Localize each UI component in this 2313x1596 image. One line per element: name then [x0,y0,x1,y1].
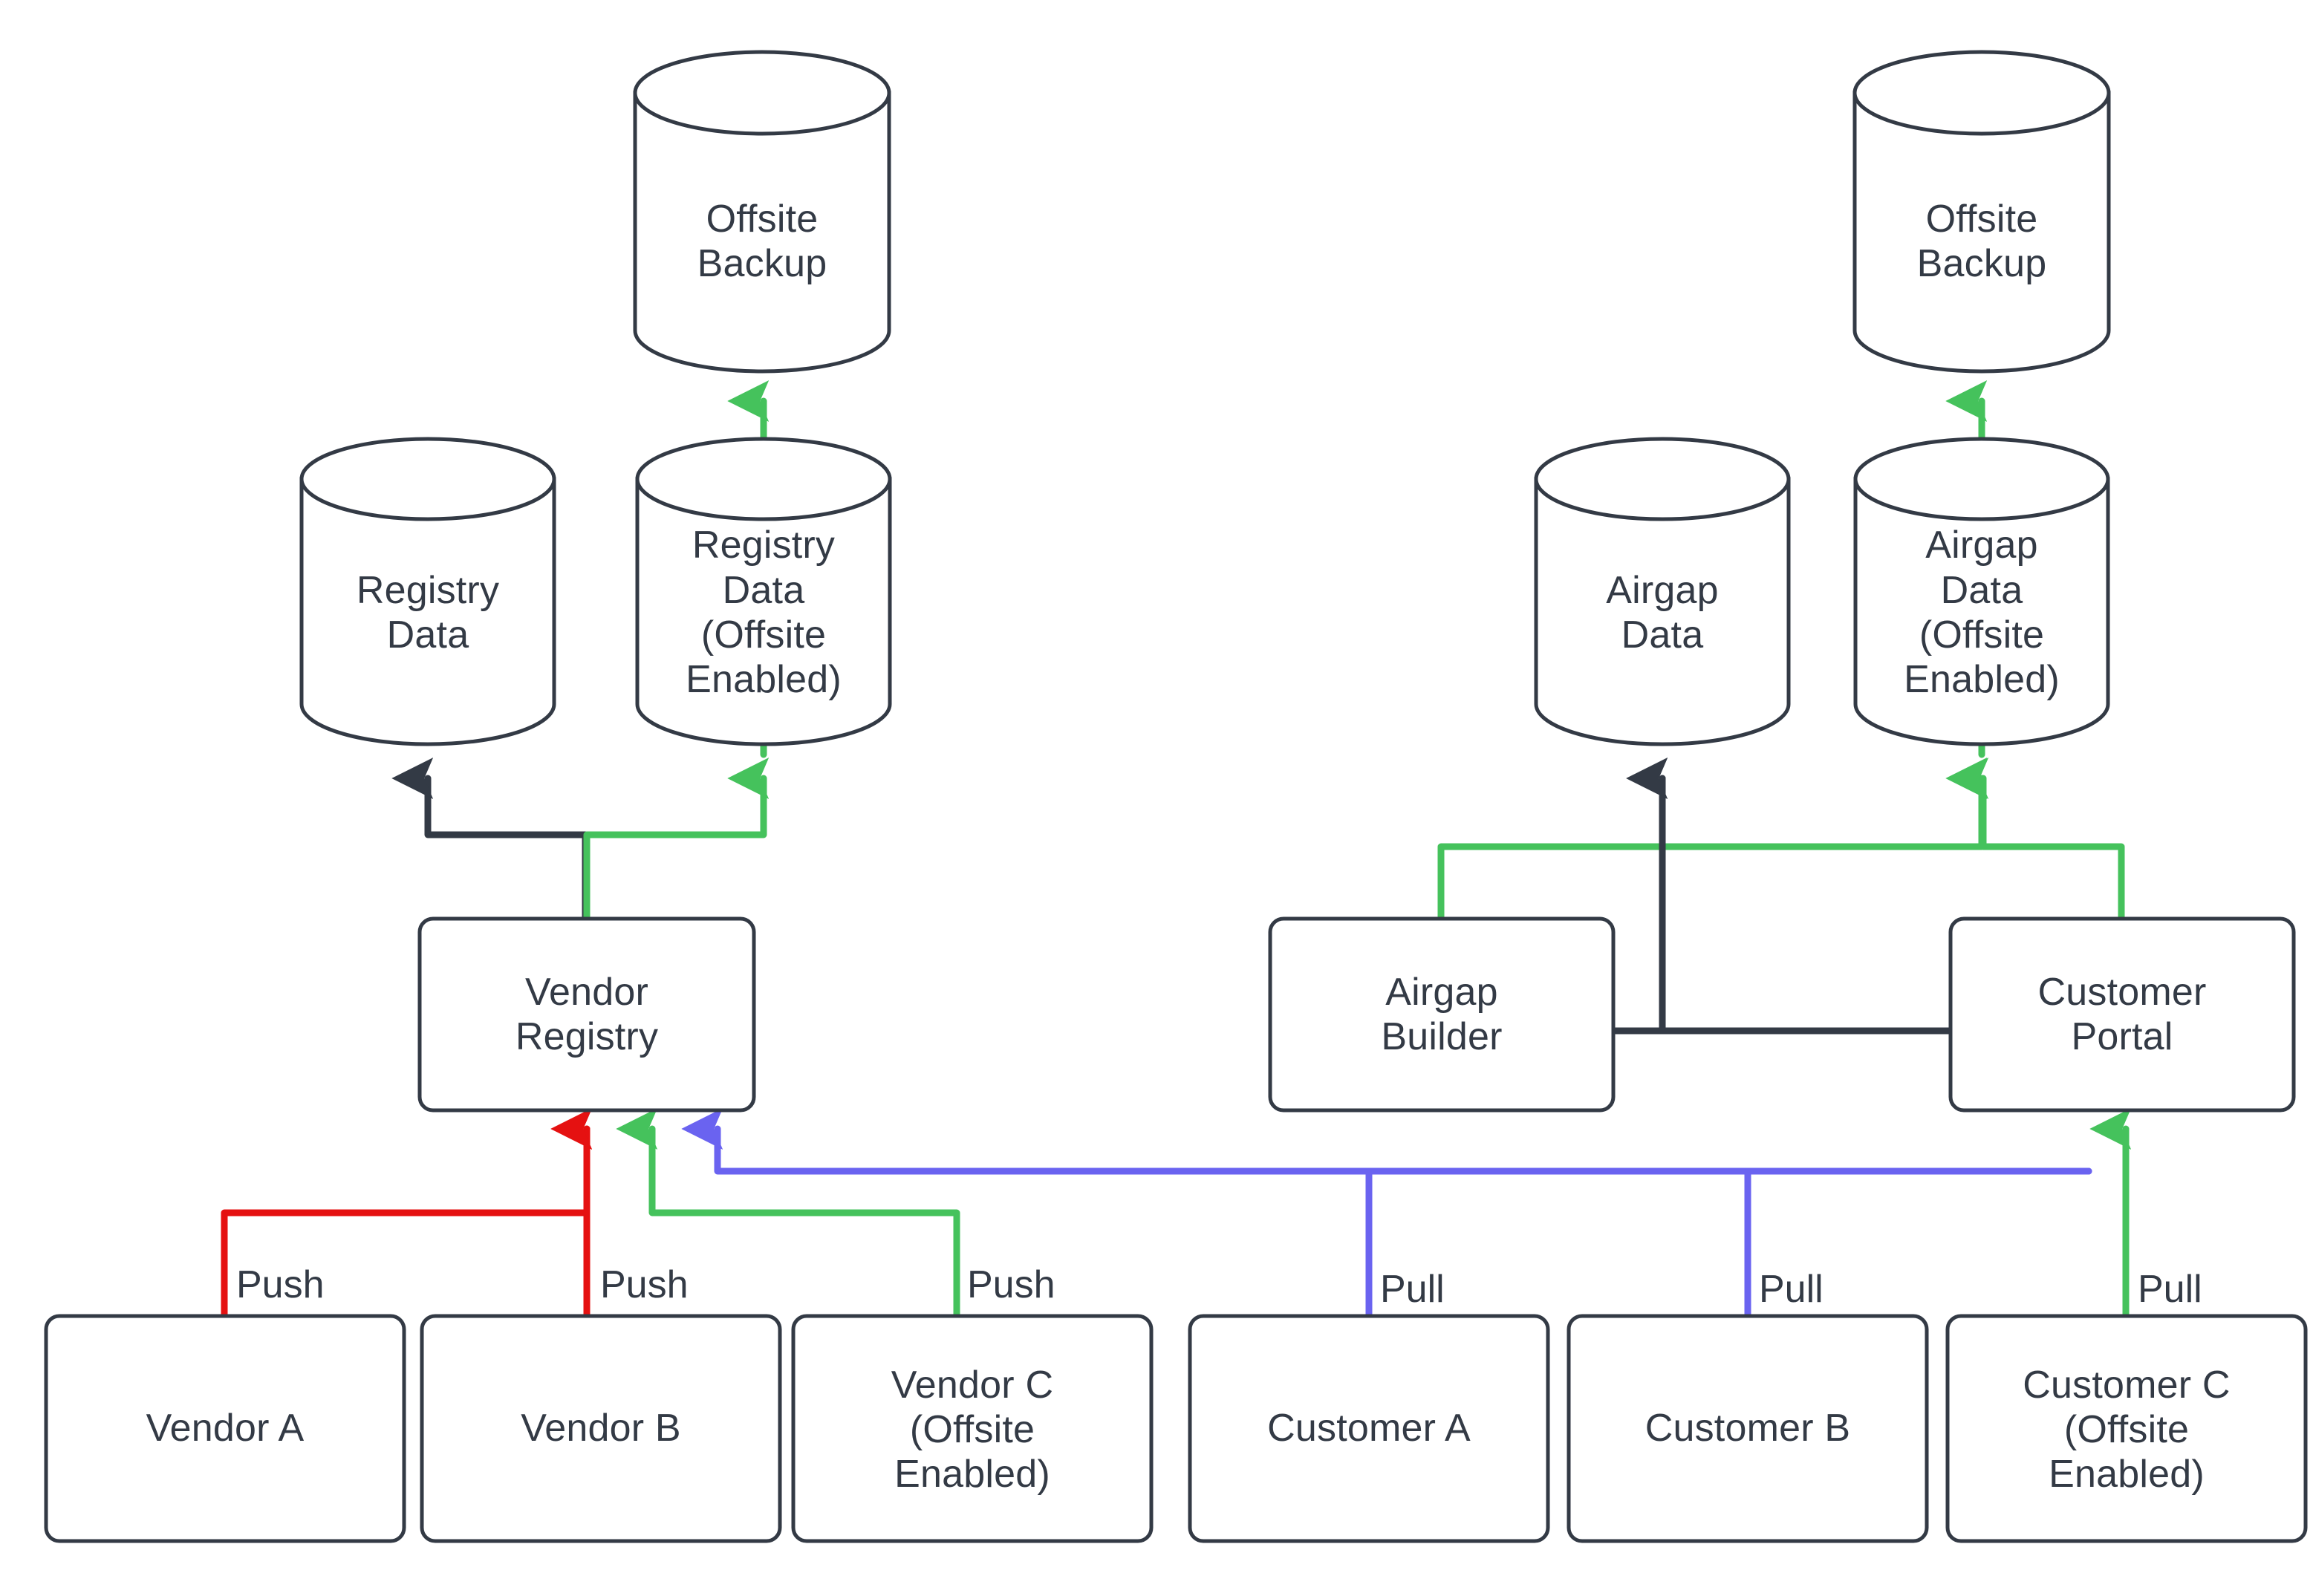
edge-customera-to-customerportal [1365,1167,2092,1320]
node-registry-data[interactable] [299,437,556,746]
node-airgap-data[interactable] [1534,437,1791,746]
edge-customerb-to-customerportal [1744,1167,2092,1320]
node-customer-portal[interactable] [1948,916,2296,1113]
node-customer-c[interactable] [1945,1314,2308,1543]
edge-customerportal-to-airgapdataoffsite [1947,758,2125,922]
node-offsite-backup-left[interactable] [633,50,891,374]
node-vendor-registry[interactable] [417,916,756,1113]
node-airgap-builder[interactable] [1268,916,1616,1113]
edge-vendora-to-vendorregistry [221,1108,593,1320]
node-offsite-backup-right[interactable] [1852,50,2111,374]
node-registry-data-offsite[interactable] [635,437,892,746]
edge-customerportal-to-vendorregistry [681,1108,2092,1175]
node-airgap-data-offsite[interactable] [1853,437,2110,746]
node-vendor-a[interactable] [44,1314,406,1543]
edge-airgapbuilder-to-airgapdataoffsite [1437,758,1988,922]
edge-vendorregistry-to-registrydata [391,758,589,922]
edge-vendorregistry-to-registrydataoffsite [583,758,770,922]
node-vendor-c[interactable] [791,1314,1154,1543]
edge-airgapbuilder-to-airgapdata [1610,758,1668,1035]
node-vendor-b[interactable] [420,1314,782,1543]
node-customer-b[interactable] [1567,1314,1929,1543]
edge-vendorc-to-vendorregistry [616,1108,960,1320]
edge-customerportal-to-airgapdata [1626,758,1954,1035]
node-customer-a[interactable] [1188,1314,1550,1543]
